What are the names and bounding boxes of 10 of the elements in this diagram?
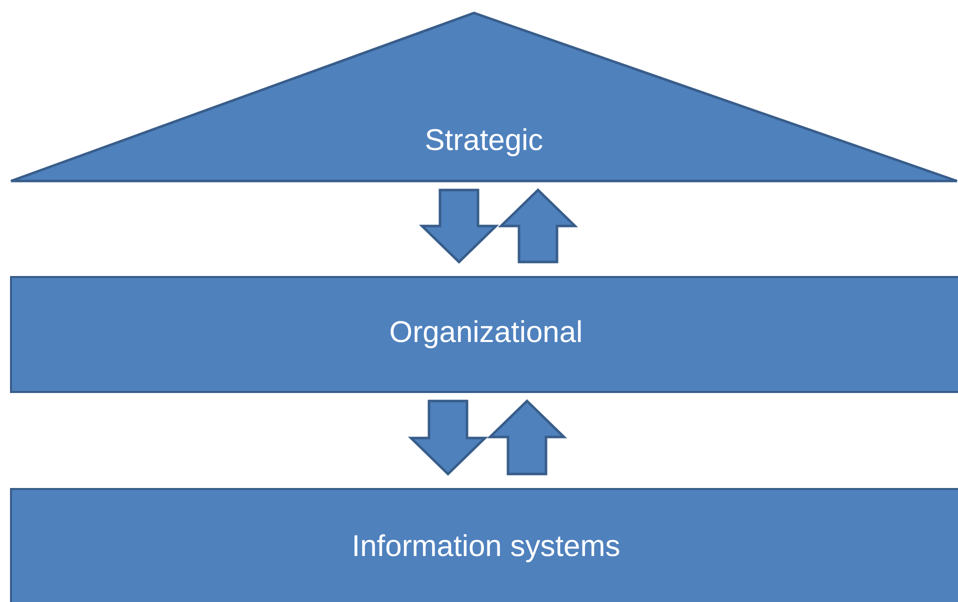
- level-label: Strategic: [424, 124, 544, 158]
- level-label: Information systems: [352, 530, 620, 564]
- block-arrow: [498, 188, 578, 264]
- level-bar: [10, 276, 958, 393]
- block-arrow: [408, 400, 488, 476]
- block-arrow: [418, 188, 500, 264]
- triangle-shape: [10, 12, 958, 182]
- block-arrow: [486, 399, 568, 476]
- level-bar: [10, 488, 958, 602]
- level-label: Organizational: [389, 316, 583, 350]
